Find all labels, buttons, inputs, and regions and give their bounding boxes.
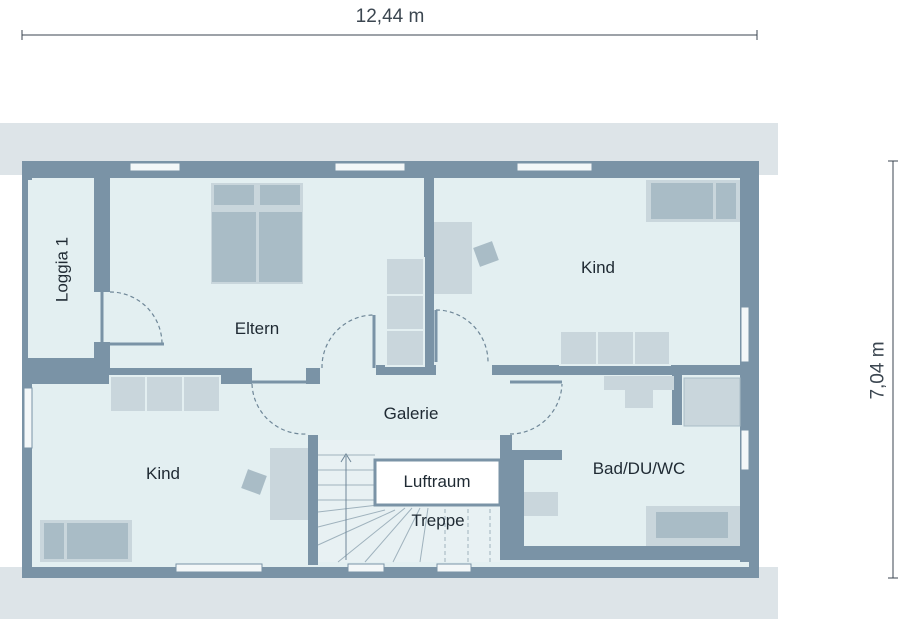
furniture — [40, 180, 741, 562]
door-swings — [109, 291, 563, 435]
room-galerie: Galerie — [384, 404, 439, 423]
dimension-height: 7,04 m — [868, 341, 889, 399]
room-kind-bottom: Kind — [146, 464, 180, 483]
room-kind-top: Kind — [581, 258, 615, 277]
room-loggia: Loggia 1 — [53, 237, 72, 302]
room-luftraum: Luftraum — [403, 472, 470, 491]
room-eltern: Eltern — [235, 319, 279, 338]
door-leaves — [100, 292, 562, 384]
windows — [23, 162, 750, 573]
luftraum-box — [373, 458, 502, 507]
dimension-lines — [21, 30, 898, 579]
dimension-width: 12,44 m — [356, 6, 425, 27]
room-treppe: Treppe — [411, 511, 464, 530]
loggia-floor — [28, 180, 94, 358]
room-bad: Bad/DU/WC — [593, 459, 686, 478]
top-wall-inner — [32, 172, 749, 178]
